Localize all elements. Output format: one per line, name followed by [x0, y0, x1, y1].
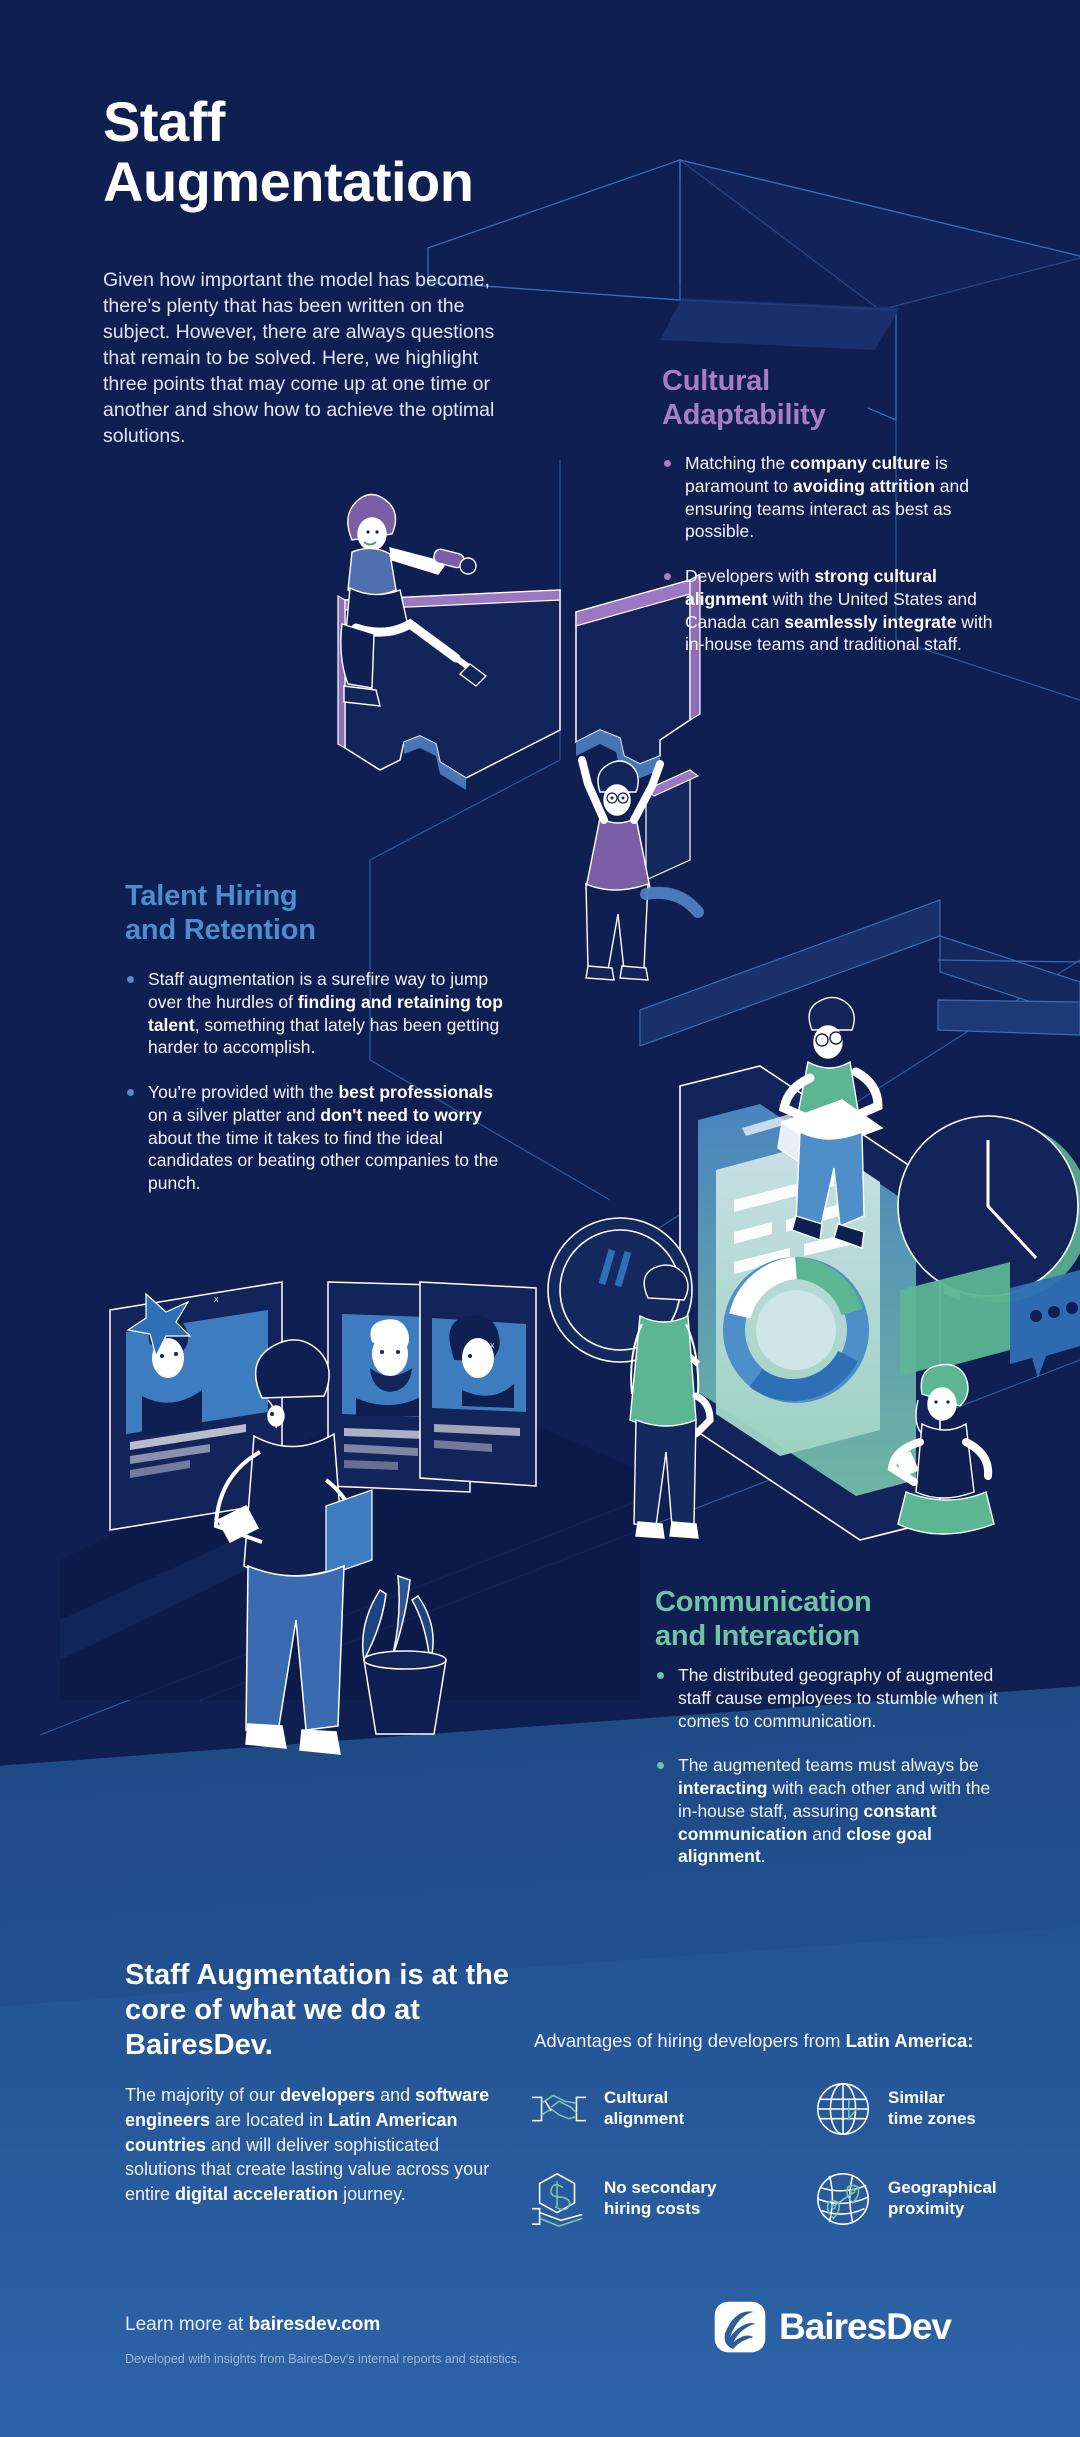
advantage-label: Similar time zones	[888, 2088, 976, 2129]
advantage-item-similar-time-zones: Similar time zones	[812, 2078, 1048, 2140]
advantage-item-no-secondary-hiring-costs: No secondary hiring costs	[528, 2168, 764, 2230]
advantage-label-line-2: alignment	[604, 2109, 685, 2128]
bairesdev-logo-text: BairesDev	[779, 2306, 952, 2347]
bullet-item: You're provided with the best profession…	[125, 1081, 503, 1195]
advantage-label: No secondary hiring costs	[604, 2178, 716, 2219]
section-bullets-cultural-adaptability: Matching the company culture is paramoun…	[662, 452, 1010, 678]
advantage-label-line-2: time zones	[888, 2109, 976, 2128]
section-heading-line-2: and Interaction	[655, 1619, 860, 1652]
cta-heading: Staff Augmentation is at the core of wha…	[125, 1959, 509, 2061]
bairesdev-logo: BairesDev	[713, 2300, 952, 2354]
bairesdev-logo-mark	[714, 2301, 766, 2353]
money-hand-icon	[531, 2172, 583, 2227]
section-heading-line-2: and Retention	[125, 913, 316, 946]
bullet-item: Developers with strong cultural alignmen…	[662, 565, 1010, 656]
intro-paragraph: Given how important the model has become…	[103, 269, 495, 447]
advantage-label: Cultural alignment	[604, 2088, 684, 2129]
bullet-item: The distributed geography of augmented s…	[655, 1664, 1003, 1732]
bullet-item: Staff augmentation is a surefire way to …	[125, 968, 503, 1059]
advantage-item-geographical-proximity: Geographical proximity	[812, 2168, 1048, 2230]
handshake-icon	[531, 2094, 587, 2122]
advantage-label: Geographical proximity	[888, 2178, 997, 2219]
section-heading-line-1: Talent Hiring	[125, 880, 298, 912]
page-title-line-2: Augmentation	[103, 150, 474, 214]
section-heading-line-2: Adaptability	[662, 398, 826, 431]
section-heading-talent-hiring: Talent Hiring and Retention	[125, 880, 316, 947]
advantage-label-line-1: No secondary	[604, 2178, 717, 2198]
bullet-item: The augmented teams must always be inter…	[655, 1754, 1003, 1868]
advantage-label-line-2: hiring costs	[604, 2199, 701, 2218]
section-heading-line-1: Cultural	[662, 365, 770, 397]
advantage-label-line-2: proximity	[888, 2199, 965, 2218]
section-bullets-communication: The distributed geography of augmented s…	[655, 1664, 1003, 1890]
advantage-item-cultural-alignment: Cultural alignment	[528, 2078, 764, 2140]
credit-text: Developed with insights from BairesDev's…	[125, 2352, 521, 2366]
advantage-label-line-1: Similar	[888, 2088, 945, 2108]
learn-more-text[interactable]: Learn more at bairesdev.com	[125, 2314, 381, 2335]
page-title-line-1: Staff	[103, 90, 225, 153]
section-bullets-talent-hiring: Staff augmentation is a surefire way to …	[125, 968, 503, 1217]
advantage-label-line-1: Geographical	[888, 2178, 997, 2198]
cta-body: The majority of our developers and softw…	[125, 2085, 490, 2205]
advantages-grid: Cultural alignment Similar time zones	[528, 2078, 1048, 2230]
globe-icon	[817, 2083, 869, 2135]
section-heading-cultural-adaptability: Cultural Adaptability	[662, 365, 826, 432]
section-heading-communication: Communication and Interaction	[655, 1586, 872, 1653]
advantages-title: Advantages of hiring developers from Lat…	[534, 2030, 974, 2051]
advantage-label-line-1: Cultural	[604, 2088, 669, 2108]
section-heading-line-1: Communication	[655, 1586, 872, 1618]
page-title: Staff Augmentation	[103, 90, 474, 214]
bullet-item: Matching the company culture is paramoun…	[662, 452, 1010, 543]
map-pins-icon	[817, 2173, 869, 2225]
